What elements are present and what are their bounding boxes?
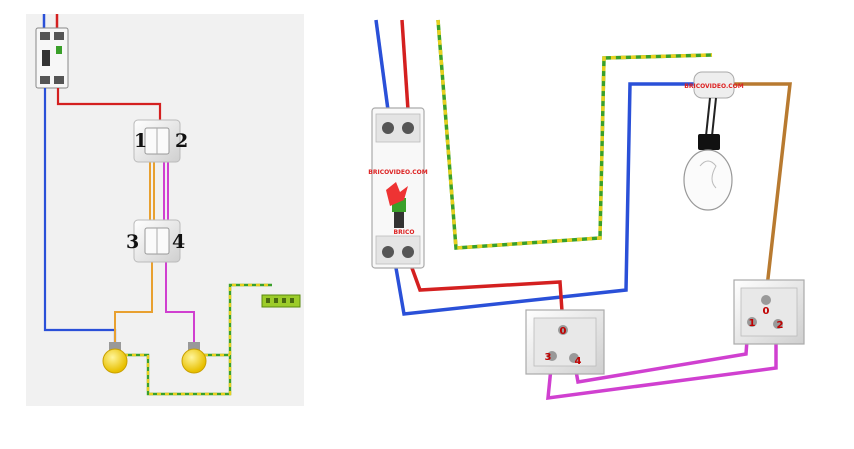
right-pictorial: BRICOVIDEO.COM BRICO BRICOVIDEO.COM 0 3 … [368,19,805,401]
lamp-brand-label: BRICOVIDEO.COM [684,83,743,90]
earth-wire-left [124,283,272,396]
terminal-label-3: 3 [126,231,139,253]
two-way-switch-a-icon [525,309,605,375]
lamp-1-icon [102,342,128,374]
switch-2-icon [133,219,181,263]
switch-a-terminal-3: 3 [545,352,552,363]
neutral-wire-right [394,82,708,316]
circuit-breaker-icon [35,27,69,89]
switch-b-terminal-0: 0 [763,306,770,317]
phase-feed-wire-right [400,19,410,111]
switch-b-terminal-1: 1 [749,318,756,329]
light-bulb-icon [683,97,733,211]
switch-a-terminal-4: 4 [575,356,582,367]
lamp-2-icon [181,342,207,374]
terminal-label-1: 1 [134,130,147,152]
lamp1-feed-wire [114,260,153,345]
breaker-icon [371,107,425,269]
return-wire-brown [724,82,792,297]
phase-wire-right [410,267,565,327]
earth-wire-right [436,19,713,250]
switch-b-terminal-2: 2 [777,320,784,331]
terminal-label-2: 2 [175,130,188,152]
traveller-wire-right-1 [546,326,778,401]
left-schematic: 1 2 3 4 [26,14,304,406]
neutral-feed-wire-right [374,19,390,111]
switch-a-terminal-0: 0 [560,326,567,337]
phase-wire [56,88,162,120]
lamp2-feed-wire [165,260,195,345]
ceiling-rose-icon [693,71,735,99]
logo-label: BRICO [394,229,415,236]
terminal-label-4: 4 [172,231,185,253]
switch-1-icon [133,119,181,163]
two-way-switch-b-icon [733,279,805,345]
breaker-brand-label: BRICOVIDEO.COM [368,169,427,176]
earth-terminal-block-icon [261,294,301,308]
